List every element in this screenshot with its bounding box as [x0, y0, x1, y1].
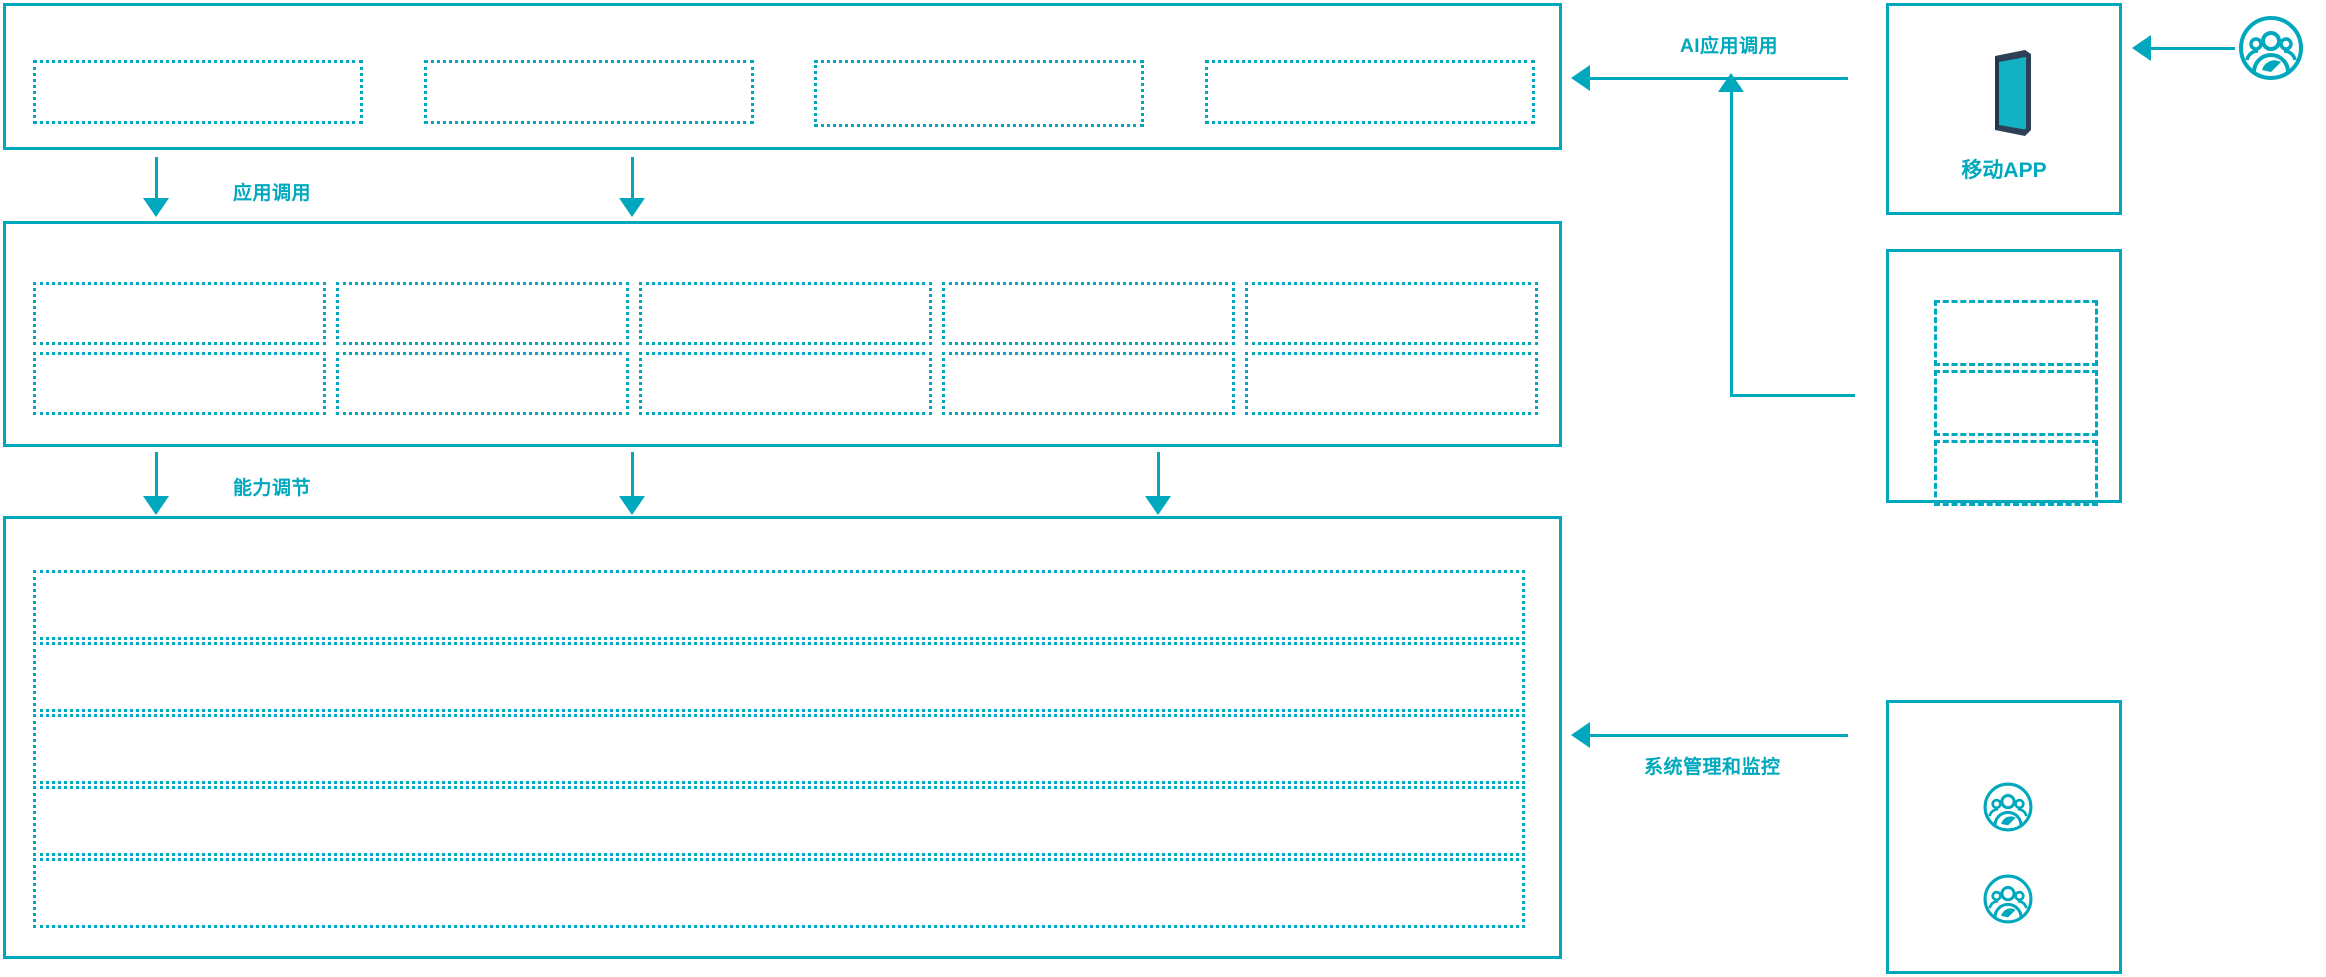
app-call-arrow-right-line [631, 157, 634, 202]
panel-mobile-app-label: 移动APP [1961, 159, 2047, 182]
flow-label-system-manage-monitor: 系统管理和监控 [1644, 757, 1781, 778]
capability-layer-row1-cell-4[interactable] [942, 282, 1235, 345]
ai-app-call-riser-line [1730, 92, 1733, 397]
platform-layer-row-5[interactable] [33, 858, 1525, 928]
app-call-arrow-left-head [143, 198, 169, 217]
capability-adjust-arrow-2-head [619, 496, 645, 515]
flow-label-ai-app-call: AI应用调用 [1680, 36, 1779, 57]
capability-layer-row1-cell-1[interactable] [33, 282, 326, 345]
capability-layer-row2-cell-2[interactable] [336, 352, 629, 415]
platform-layer-row-4[interactable] [33, 786, 1525, 856]
app-call-arrow-right-head [619, 198, 645, 217]
capability-layer-row2-cell-1[interactable] [33, 352, 326, 415]
end-user-arrow-head [2132, 35, 2151, 61]
capability-layer-row2-cell-5[interactable] [1245, 352, 1538, 415]
panel-operations-users[interactable] [1886, 700, 2122, 974]
mobile-phone-icon [1973, 44, 2041, 142]
end-user-group-icon[interactable] [2237, 14, 2305, 82]
panel-mobile-app[interactable]: 移动APP [1886, 3, 2122, 215]
system-manage-arrow-head [1571, 722, 1590, 748]
capability-adjust-arrow-3-head [1145, 496, 1171, 515]
platform-layer [3, 516, 1562, 959]
capability-adjust-arrow-1-line [155, 452, 158, 500]
system-manage-arrow-line [1590, 734, 1848, 737]
application-layer-cell-4[interactable] [1205, 60, 1535, 124]
capability-adjust-arrow-3-line [1157, 452, 1160, 500]
ai-app-call-arrow-head [1571, 65, 1590, 91]
app-call-arrow-left-line [155, 157, 158, 202]
platform-layer-row-2[interactable] [33, 642, 1525, 712]
flow-label-app-call: 应用调用 [233, 183, 312, 204]
capability-adjust-arrow-2-line [631, 452, 634, 500]
application-layer-cell-2[interactable] [424, 60, 754, 124]
operations-user-group-icon-1[interactable] [1982, 781, 2034, 833]
application-layer-cell-3[interactable] [814, 60, 1144, 127]
capability-layer-row1-cell-3[interactable] [639, 282, 932, 345]
ai-app-call-riser-head [1718, 73, 1744, 92]
capability-adjust-arrow-1-head [143, 496, 169, 515]
capability-layer [3, 221, 1562, 447]
capability-layer-row1-cell-5[interactable] [1245, 282, 1538, 345]
capability-layer-row1-cell-2[interactable] [336, 282, 629, 345]
panel-app-list-cell-1[interactable] [1934, 300, 2098, 366]
panel-app-list[interactable] [1886, 249, 2122, 506]
panel-app-list-cell-2[interactable] [1934, 370, 2098, 436]
capability-layer-row2-cell-4[interactable] [942, 352, 1235, 415]
application-layer [3, 3, 1562, 150]
ai-app-call-riser-connector [1730, 394, 1855, 397]
flow-label-capability-adjust: 能力调节 [233, 478, 312, 499]
panel-app-list-cell-3[interactable] [1934, 440, 2098, 506]
capability-layer-row2-cell-3[interactable] [639, 352, 932, 415]
application-layer-cell-1[interactable] [33, 60, 363, 124]
end-user-arrow-line [2151, 47, 2235, 50]
platform-layer-row-3[interactable] [33, 714, 1525, 784]
operations-user-group-icon-2[interactable] [1982, 873, 2034, 925]
platform-layer-row-1[interactable] [33, 570, 1525, 640]
